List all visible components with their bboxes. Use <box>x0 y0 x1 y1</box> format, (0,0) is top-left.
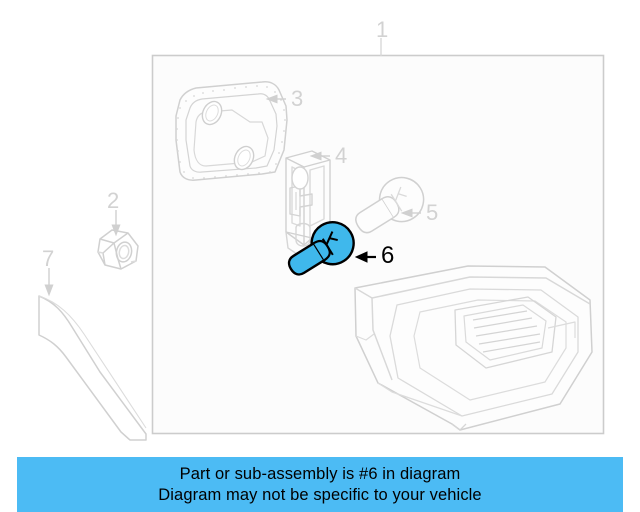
part-2-hex-nut <box>97 229 139 270</box>
callout-arrow-4 <box>309 151 330 161</box>
callout-label-5: 5 <box>426 200 439 225</box>
caption-banner: Part or sub-assembly is #6 in diagram Di… <box>17 457 623 512</box>
part-5-bulb-large <box>355 176 425 234</box>
callout-label-3: 3 <box>291 86 304 111</box>
callout-arrow-5 <box>400 208 421 218</box>
gasket-stipple-texture <box>176 85 286 179</box>
callout-label-7: 7 <box>42 246 55 271</box>
callout-label-6: 6 <box>381 242 395 269</box>
callout-arrow-2 <box>111 210 121 237</box>
callout-arrow-7 <box>44 268 54 297</box>
callout-label-4: 4 <box>335 143 348 168</box>
part-1-tail-lamp-assembly <box>354 265 593 431</box>
part-4-bulb-socket <box>285 150 331 257</box>
caption-line-1: Part or sub-assembly is #6 in diagram <box>179 464 461 483</box>
part-6-bulb-highlighted[interactable] <box>280 214 362 287</box>
callout-arrow-6 <box>354 251 376 263</box>
callout-label-1: 1 <box>376 17 389 42</box>
caption-line-2: Diagram may not be specific to your vehi… <box>158 485 482 504</box>
callout-label-2: 2 <box>107 188 120 213</box>
part-3-gasket-seal <box>175 81 288 181</box>
part-7-trim-panel <box>38 295 147 441</box>
callout-arrow-3 <box>265 94 286 104</box>
